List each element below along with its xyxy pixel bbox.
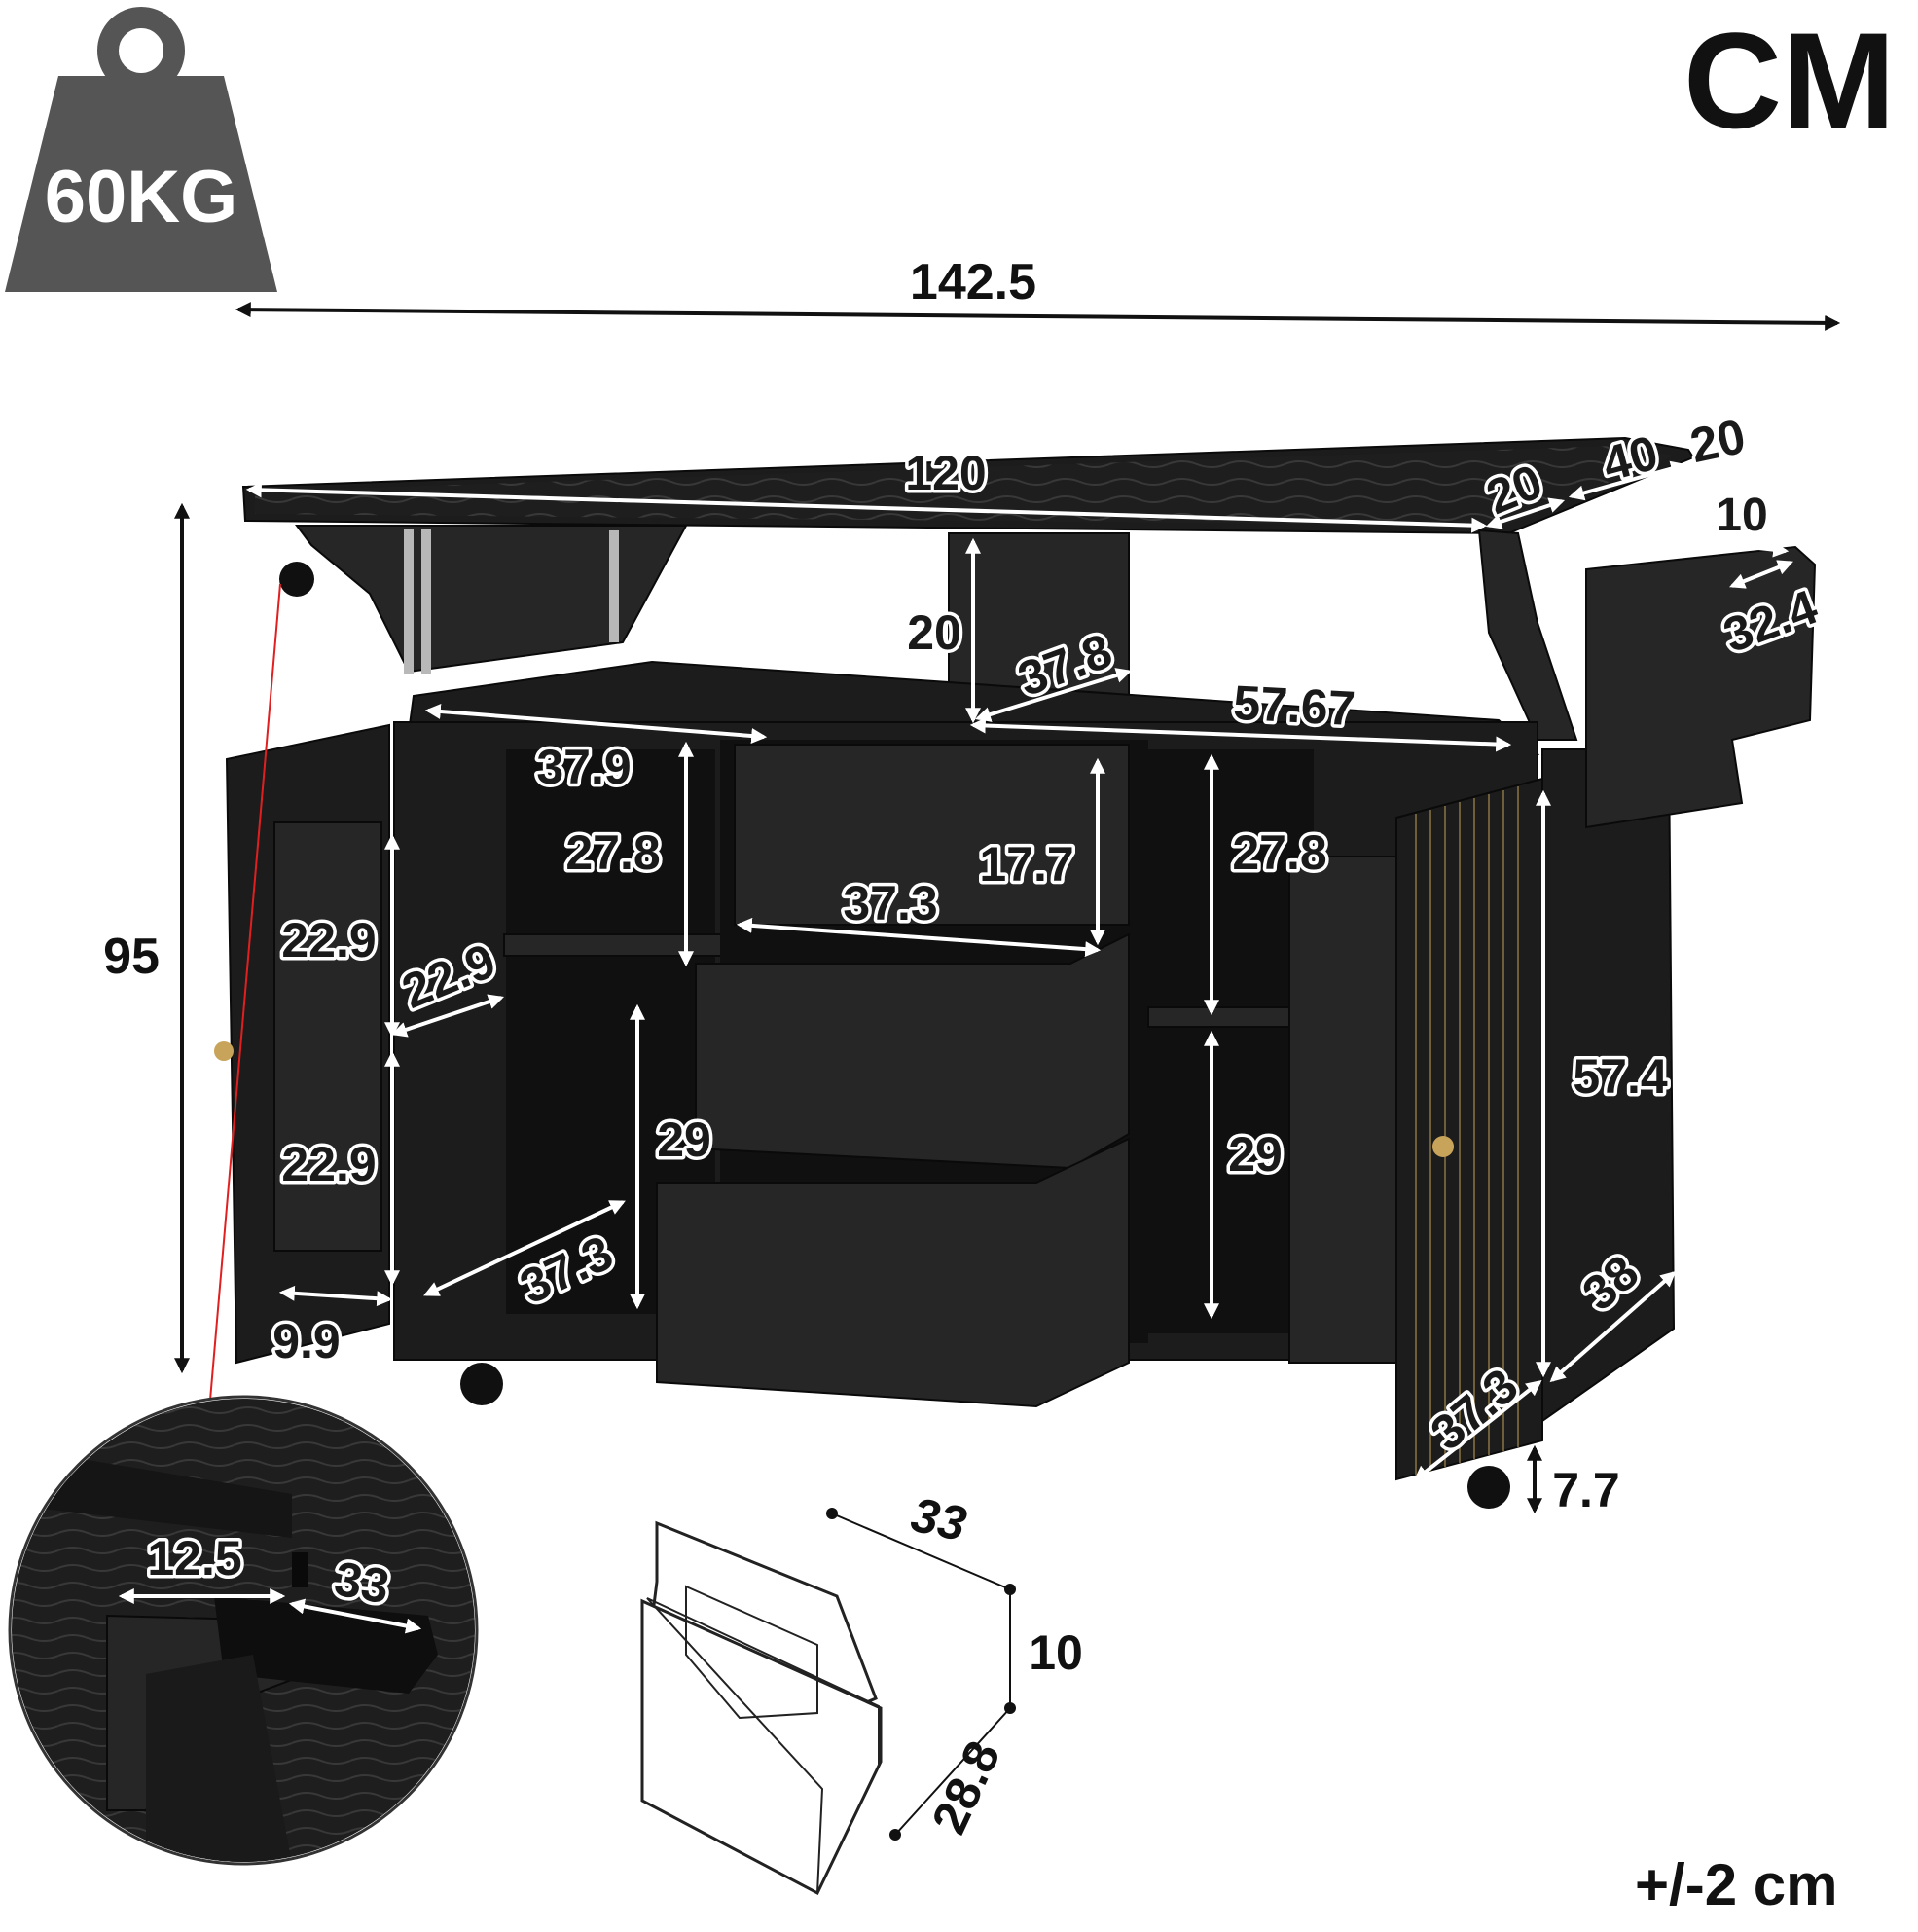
wheel — [1467, 1466, 1510, 1509]
wheel — [460, 1363, 503, 1405]
wheel-height-label: 7.7 — [1552, 1463, 1620, 1517]
right-interior — [1148, 749, 1314, 1333]
left-door-knob — [214, 1041, 234, 1061]
right-door-shelf — [1288, 856, 1397, 1364]
drawer-width-label: 37.3 — [843, 876, 937, 930]
drawer-top — [734, 744, 1130, 926]
drawer-detail-width-label: 33 — [907, 1487, 971, 1551]
tolerance-note: +/-2 cm — [1635, 1852, 1838, 1917]
open-shelf-width-label: 57.67 — [1232, 675, 1357, 736]
right-door — [1395, 777, 1543, 1481]
drawer-detail — [640, 1508, 1016, 1896]
drawer-detail-depth-label: 28.8 — [922, 1732, 1011, 1841]
right-door-knob — [1432, 1136, 1454, 1157]
overall-width-arrow — [235, 302, 1841, 331]
door-shelf-bottom-label: 22.9 — [281, 1137, 376, 1191]
door-shelf-top-label: 22.9 — [281, 913, 376, 967]
right-lower-height-label: 29 — [1228, 1127, 1283, 1182]
detail-inset: 12.5 33 — [8, 1395, 479, 1866]
hinge — [404, 529, 414, 674]
left-door-shelf — [273, 821, 382, 1252]
towel-bar-end — [279, 562, 314, 597]
drawer-height-label: 17.7 — [979, 837, 1073, 892]
drawer-bottom — [656, 1137, 1130, 1408]
rack-depth-label: 10 — [1716, 490, 1767, 541]
open-shelf-height-label: 20 — [907, 605, 961, 660]
detail-pointer — [205, 583, 281, 1413]
top-width-label: 120 — [905, 446, 986, 500]
hinge — [609, 530, 619, 642]
left-lower-height-label: 29 — [657, 1112, 711, 1167]
inset-bar-length-label: 33 — [331, 1551, 394, 1615]
door-shelf-depth-label: 9.9 — [272, 1314, 341, 1368]
unit-label: CM — [1683, 4, 1896, 157]
drawer-middle — [695, 932, 1130, 1170]
left-support — [295, 525, 688, 674]
weight-icon — [5, 7, 277, 292]
right-support — [1477, 529, 1578, 741]
left-shelf — [503, 933, 739, 957]
height-label: 95 — [103, 929, 160, 985]
left-cabinet-width-label: 37.9 — [536, 740, 631, 794]
left-upper-height-label: 27.8 — [565, 825, 660, 880]
dimension-arrows — [245, 453, 1793, 1514]
right-upper-height-label: 27.8 — [1232, 825, 1326, 880]
side-height-label: 57.4 — [1573, 1049, 1668, 1104]
hinge — [421, 529, 431, 674]
drop-leaf-2-label: 20 — [1685, 409, 1750, 473]
spice-rack — [1585, 545, 1817, 829]
overall-width-label: 142.5 — [910, 254, 1036, 310]
drawer-detail-height-label: 10 — [1029, 1625, 1083, 1680]
inset-width-label: 12.5 — [147, 1531, 241, 1586]
weight-label: 60KG — [45, 156, 238, 238]
